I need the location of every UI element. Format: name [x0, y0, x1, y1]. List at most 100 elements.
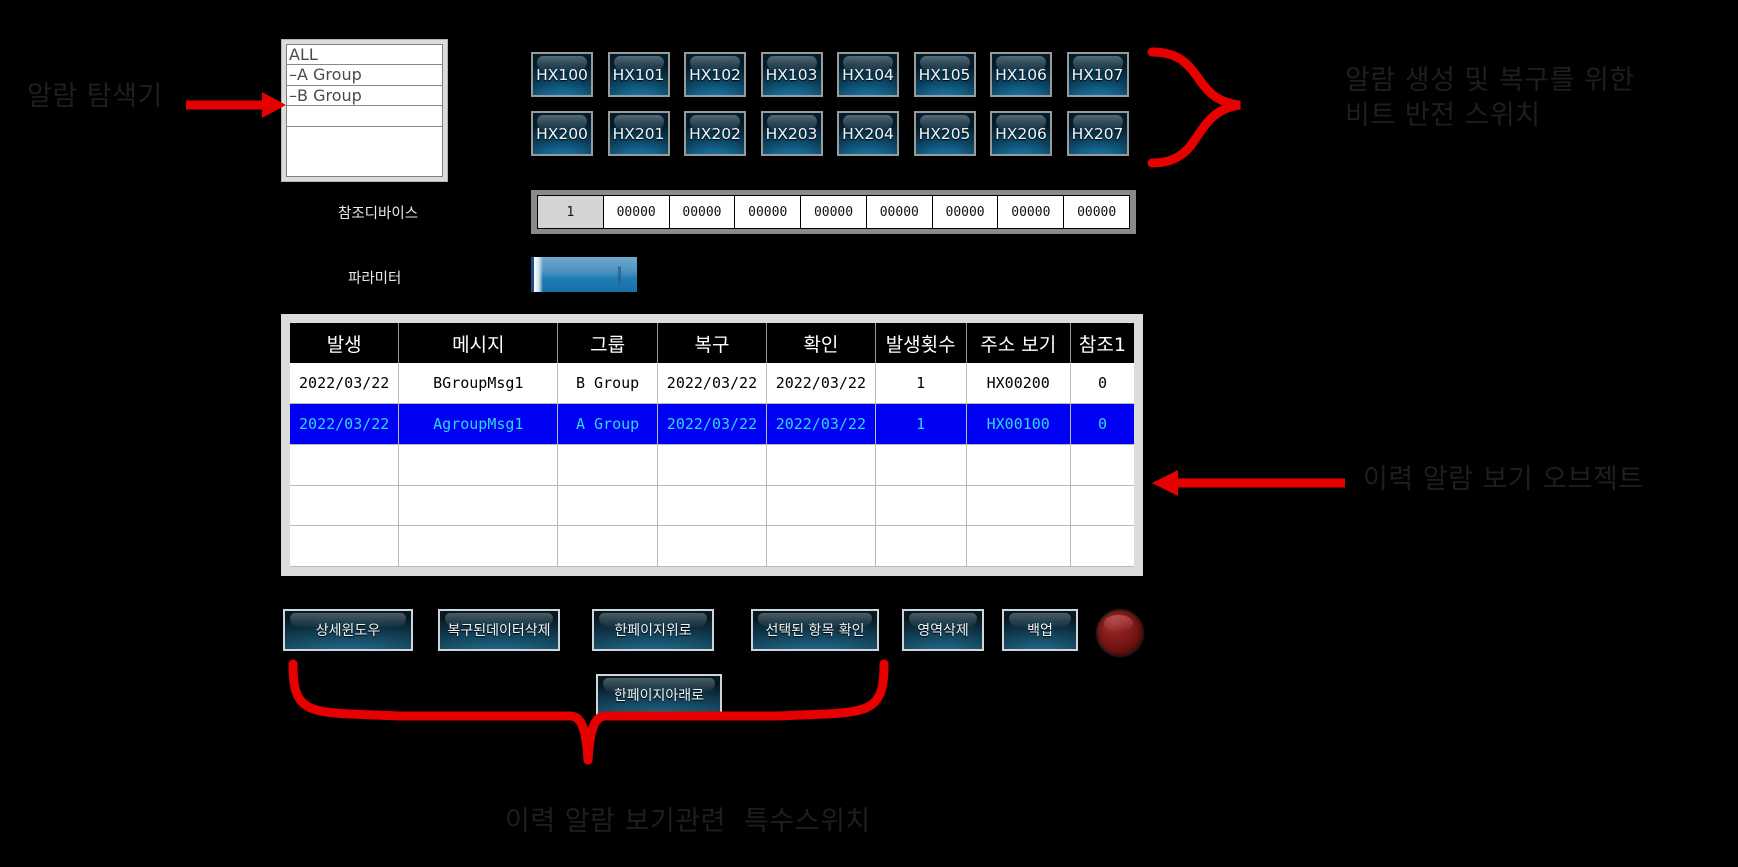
cell-group: B Group	[557, 363, 659, 405]
alarm-group-list[interactable]: ALL –A Group –B Group	[281, 39, 448, 182]
bit-switch-label: HX207	[1071, 124, 1124, 143]
list-item[interactable]: –A Group	[287, 65, 442, 86]
cell-message	[398, 525, 559, 567]
numeric-cell[interactable]: 1	[537, 195, 603, 229]
bit-switch-hx100[interactable]: HX100	[531, 52, 593, 97]
bit-switch-label: HX105	[918, 65, 971, 84]
cell-restore: 2022/03/22	[657, 403, 767, 445]
delete-restored-data-label: 복구된데이터삭제	[447, 623, 551, 639]
bit-switch-label: HX102	[689, 65, 741, 84]
numeric-cell[interactable]: 00000	[865, 195, 932, 229]
numeric-cell[interactable]: 00000	[734, 195, 801, 229]
numeric-cell[interactable]: 00000	[668, 195, 735, 229]
cell-reference1: 0	[1070, 403, 1134, 445]
cell-confirm	[766, 485, 876, 527]
bit-switch-hx106[interactable]: HX106	[990, 52, 1052, 97]
cell-address-view: HX00200	[966, 363, 1071, 405]
numeric-cell[interactable]: 00000	[800, 195, 866, 229]
bit-switch-label: HX204	[842, 124, 894, 143]
column-header-group[interactable]: 그룹	[557, 323, 659, 363]
parameter-caption: 파라미터	[348, 271, 402, 287]
bit-switch-hx205[interactable]: HX205	[913, 111, 976, 156]
backup-button[interactable]: 백업	[1002, 609, 1078, 651]
cell-occur-count	[875, 444, 967, 486]
bit-switch-label: HX202	[689, 124, 741, 143]
column-header-reference1[interactable]: 참조1	[1070, 323, 1134, 363]
bit-switch-label: HX104	[842, 65, 894, 84]
bit-switch-hx102[interactable]: HX102	[684, 52, 746, 97]
numeric-cell[interactable]: 00000	[997, 195, 1064, 229]
delete-restored-data-button[interactable]: 복구된데이터삭제	[438, 609, 560, 651]
parameter-slider[interactable]	[531, 257, 637, 292]
table-row[interactable]	[290, 485, 1134, 527]
cell-confirm	[766, 525, 876, 567]
bit-switch-hx202[interactable]: HX202	[684, 111, 746, 156]
list-item[interactable]: –B Group	[287, 86, 442, 107]
cell-occurrence	[290, 525, 400, 567]
bit-switch-hx101[interactable]: HX101	[607, 52, 670, 97]
bit-switch-hx104[interactable]: HX104	[837, 52, 899, 97]
column-header-restore[interactable]: 복구	[657, 323, 767, 363]
confirm-selected-button[interactable]: 선택된 항목 확인	[751, 609, 879, 651]
cell-confirm	[766, 444, 876, 486]
cell-restore	[657, 525, 767, 567]
column-header-confirm[interactable]: 확인	[766, 323, 876, 363]
arrow-to-history-table	[1152, 470, 1345, 496]
delete-area-button[interactable]: 영역삭제	[902, 609, 984, 651]
page-down-button[interactable]: 한페이지아래로	[596, 674, 722, 716]
bit-switch-label: HX206	[995, 124, 1047, 143]
column-header-address-view[interactable]: 주소 보기	[966, 323, 1071, 363]
bit-switch-row-2: HX200 HX201 HX202 HX203 HX204 HX205 HX20…	[531, 111, 1129, 156]
detail-window-label: 상세윈도우	[315, 623, 381, 639]
brace-special-switches	[288, 659, 889, 765]
bit-switch-hx103[interactable]: HX103	[760, 52, 823, 97]
column-header-message[interactable]: 메시지	[398, 323, 559, 363]
cell-occur-count: 1	[875, 363, 967, 405]
annotation-special-switches: 이력 알람 보기관련 특수스위치	[505, 806, 871, 837]
page-down-label: 한페이지아래로	[613, 688, 705, 704]
column-header-occurrence[interactable]: 발생	[290, 323, 400, 363]
confirm-selected-label: 선택된 항목 확인	[765, 623, 865, 639]
bit-switch-hx206[interactable]: HX206	[990, 111, 1052, 156]
parameter-slider-handle[interactable]	[618, 266, 621, 283]
page-up-button[interactable]: 한페이지위로	[592, 609, 714, 651]
page-up-label: 한페이지위로	[614, 623, 692, 639]
detail-window-button[interactable]: 상세윈도우	[283, 609, 413, 651]
table-row[interactable]	[290, 525, 1134, 567]
bit-switch-hx107[interactable]: HX107	[1066, 52, 1129, 97]
table-row[interactable]: 2022/03/22 BGroupMsg1 B Group 2022/03/22…	[290, 363, 1134, 405]
bit-switch-hx204[interactable]: HX204	[837, 111, 899, 156]
cell-address-view	[966, 485, 1071, 527]
cell-address-view	[966, 525, 1071, 567]
cell-confirm: 2022/03/22	[766, 363, 876, 405]
cell-reference1: 0	[1070, 363, 1134, 405]
bit-switch-hx200[interactable]: HX200	[531, 111, 593, 156]
table-row-selected[interactable]: 2022/03/22 AgroupMsg1 A Group 2022/03/22…	[290, 403, 1134, 445]
numeric-cell[interactable]: 00000	[1063, 195, 1131, 229]
numeric-display-strip: 1 00000 00000 00000 00000 00000 00000 00…	[531, 190, 1136, 234]
annotation-history-object: 이력 알람 보기 오브젝트	[1363, 464, 1644, 495]
bit-switch-hx207[interactable]: HX207	[1066, 111, 1129, 156]
alarm-history-table: 발생 메시지 그룹 복구 확인 발생횟수 주소 보기 참조1 2022/03/2…	[290, 323, 1134, 567]
annotation-bit-switches: 알람 생성 및 복구를 위한 비트 반전 스위치	[1345, 65, 1635, 131]
cell-restore	[657, 444, 767, 486]
alarm-lamp-indicator[interactable]	[1097, 610, 1143, 656]
bit-switch-hx201[interactable]: HX201	[607, 111, 670, 156]
bit-switch-label: HX201	[612, 124, 665, 143]
numeric-cell[interactable]: 00000	[931, 195, 998, 229]
cell-occurrence	[290, 444, 400, 486]
cell-restore	[657, 485, 767, 527]
numeric-cell[interactable]: 00000	[602, 195, 669, 229]
cell-restore: 2022/03/22	[657, 363, 767, 405]
bit-switch-hx203[interactable]: HX203	[760, 111, 823, 156]
column-header-occur-count[interactable]: 발생횟수	[875, 323, 967, 363]
list-item[interactable]	[287, 127, 442, 147]
cell-address-view	[966, 444, 1071, 486]
bit-switch-hx105[interactable]: HX105	[913, 52, 976, 97]
table-row[interactable]	[290, 444, 1134, 486]
bit-switch-row-1: HX100 HX101 HX102 HX103 HX104 HX105 HX10…	[531, 52, 1129, 97]
list-item[interactable]	[287, 106, 442, 127]
list-item[interactable]: ALL	[287, 45, 442, 66]
cell-address-view: HX00100	[966, 403, 1071, 445]
bit-switch-label: HX103	[765, 65, 818, 84]
